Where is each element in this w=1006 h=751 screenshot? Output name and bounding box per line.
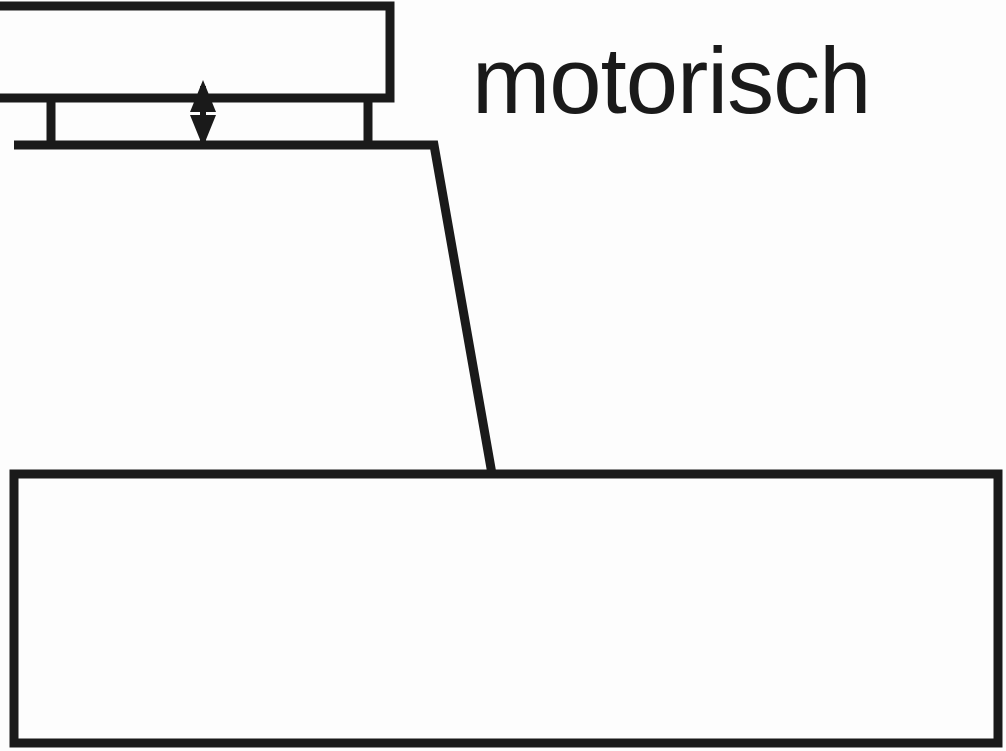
dimension-arrow-head-down [190,115,216,147]
trapezoid-body [14,140,498,479]
dimension-arrow-head-up [190,80,216,112]
spacer-bar [46,98,373,145]
base-rectangle [9,469,1003,748]
diagram-label: motorisch [472,28,870,133]
top-bar-rectangle [0,1,395,103]
